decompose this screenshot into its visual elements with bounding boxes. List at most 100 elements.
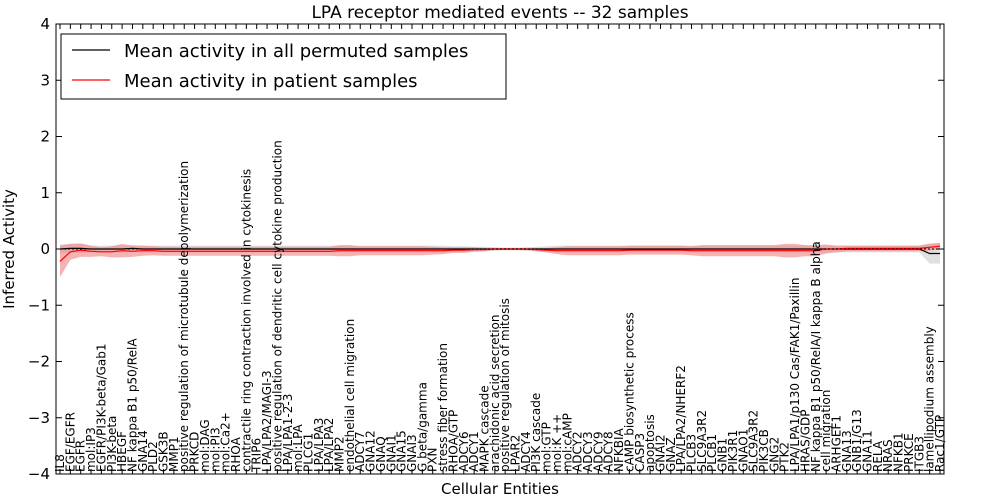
x-category-label: LPA/LPA1/p130 Cas/FAK1/Paxillin (788, 278, 802, 472)
x-category-label: mol:cAMP (560, 413, 574, 472)
y-tick-label: 4 (40, 15, 50, 33)
x-category-label: CASP3 (633, 433, 647, 472)
x-category-label: PRKCD (188, 432, 202, 472)
x-category-label: GNAQ (374, 436, 388, 472)
y-tick-label: −3 (28, 409, 50, 427)
x-category-label: GNG2 (767, 437, 781, 472)
x-category-label: EGF/EGFR (63, 412, 77, 472)
x-category-label: GNA11 (861, 430, 875, 472)
y-tick-label: 2 (40, 128, 50, 146)
x-category-label: GNB1 (716, 438, 730, 472)
x-category-label: ITGB3 (912, 436, 926, 472)
x-category-label: LPA/LPA3 (312, 418, 326, 472)
x-category-label: PLCG1 (302, 433, 316, 472)
x-category-label: mol:DAG (198, 419, 212, 472)
x-category-label: GNA14 (136, 430, 150, 472)
x-category-label: GSK3B (157, 431, 171, 472)
x-category-label: ADCY9 (591, 431, 605, 472)
x-category-label: NF kappa B1 p50/RelA/I kappa B alpha (809, 241, 823, 472)
x-category-label: MMP2 (333, 436, 347, 472)
x-category-label: mol:LPA (291, 423, 305, 472)
x-category-label: ADCY4 (519, 431, 533, 472)
x-category-label: mol:IP3 (84, 427, 98, 472)
x-category-label: NFKB1 (892, 432, 906, 472)
x-category-label: MMP1 (167, 436, 181, 472)
x-category-label: TRIP6 (250, 438, 264, 473)
x-category-label: ADCY1 (467, 431, 481, 472)
y-tick-label: −4 (28, 465, 50, 483)
x-category-label: GNB1/G13 (850, 409, 864, 472)
legend-box (60, 33, 507, 100)
x-category-label: PIK3CB (757, 429, 771, 472)
x-category-label: mol:K ++ (550, 414, 564, 472)
x-category-label: IL8 (53, 454, 67, 472)
x-category-label: PLD2 (146, 441, 160, 472)
x-category-label: LPAR2 (509, 435, 523, 472)
x-category-label: GNAO1 (736, 429, 750, 472)
x-category-label: LPA/LPA2 (322, 418, 336, 472)
x-category-label: G beta/gamma (415, 382, 429, 472)
y-tick-label: 1 (40, 184, 50, 202)
x-category-label: endothelial cell migration (343, 319, 357, 472)
x-category-label: RELA (871, 440, 885, 472)
x-category-label: RHOA/GTP (446, 410, 460, 472)
x-category-label: SLC9A3R2 (747, 410, 761, 472)
x-category-label: PI3K cascade (529, 393, 543, 472)
x-category-label: LPA/LPA2/MAGI-3 (260, 370, 274, 472)
x-category-label: ADCY3 (581, 431, 595, 472)
x-category-label: ARHGEF1 (830, 415, 844, 472)
legend-label-patient: Mean activity in patient samples (124, 71, 418, 92)
x-category-label: positive regulation of mitosis (498, 298, 512, 472)
x-category-label: GNA15 (395, 430, 409, 472)
x-category-label: GNAZ (664, 437, 678, 472)
x-category-label: SLC9A3R2 (695, 410, 709, 472)
x-category-label: EGFR/PI3K-beta/Gab1 (94, 343, 108, 472)
x-category-label: stress fiber formation (436, 343, 450, 472)
x-category-label: NFKBIA (612, 427, 626, 472)
x-category-label: PIK3R1 (726, 430, 740, 472)
x-category-label: ADCY7 (353, 431, 367, 472)
x-category-label: GNA12 (364, 430, 378, 472)
x-category-label: PXN (426, 448, 440, 472)
y-axis-label: Inferred Activity (0, 189, 18, 309)
y-tick-label: 3 (40, 71, 50, 89)
x-category-label: lamellipodium assembly (923, 326, 937, 472)
x-category-label: ADCY8 (602, 431, 616, 472)
chart-title: LPA receptor mediated events -- 32 sampl… (311, 3, 688, 23)
x-category-label: NRAS (881, 439, 895, 472)
x-category-label: arachidonic acid secretion (488, 315, 502, 472)
x-category-label: MAPK cascade (478, 385, 492, 472)
x-category-label: positive regulation of dendritic cell cy… (270, 140, 284, 472)
x-category-label: Rac1/GTP (933, 415, 947, 472)
x-category-label: mol:PI3 (208, 427, 222, 472)
x-category-label: positive regulation of microtubule depol… (177, 161, 191, 472)
x-category-label: PTK2 (778, 442, 792, 472)
legend-label-permuted: Mean activity in all permuted samples (124, 41, 468, 62)
x-category-label: PRKCE (902, 433, 916, 472)
x-category-label: LPA/LPA2/NHERF2 (674, 365, 688, 472)
x-category-label: PI3K-beta (105, 416, 119, 472)
x-category-label: NF kappa B1 p50/RelA (126, 338, 140, 472)
x-category-label: contractile ring contraction involved in… (239, 169, 253, 472)
x-category-label: RHOA (229, 436, 243, 472)
y-tick-label: −2 (28, 353, 50, 371)
y-tick-label: 0 (40, 240, 50, 258)
x-category-label: ADCY6 (457, 431, 471, 472)
x-category-label: mol:Ca2+ (219, 412, 233, 472)
x-category-label: cAMP biosynthetic process (622, 312, 636, 472)
x-category-label: PLCB1 (705, 434, 719, 472)
x-category-label: PLCB3 (685, 434, 699, 472)
x-category-label: apoptosis (643, 414, 657, 472)
x-axis-label: Cellular Entities (441, 480, 559, 498)
x-category-label: ADCY2 (571, 431, 585, 472)
x-category-label: GNAI2 (654, 434, 668, 472)
x-category-label: EGFR (74, 440, 88, 472)
x-category-label: mol:GTP (540, 422, 554, 472)
legend: Mean activity in all permuted samples Me… (60, 33, 507, 100)
x-axis-ticks: IL8EGF/EGFREGFRmol:IP3EGFR/PI3K-beta/Gab… (53, 24, 947, 474)
x-category-label: LPA/LPA1-2-3 (281, 394, 295, 472)
x-category-label: HRAS/GDP (798, 409, 812, 472)
x-category-label: GNAI1 (384, 434, 398, 472)
